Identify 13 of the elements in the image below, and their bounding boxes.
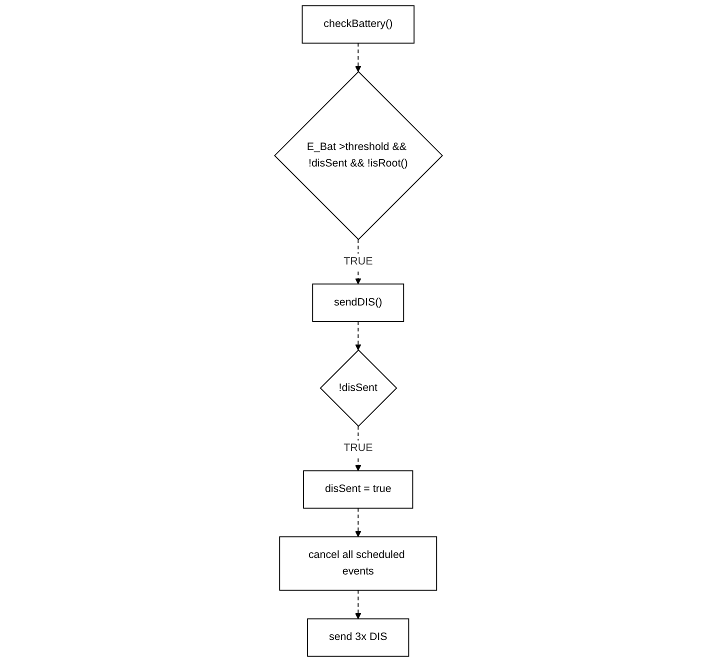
node-diamond: E_Bat >threshold && !disSent && !isRoot() [274,71,443,240]
arrow [355,321,362,350]
node-box: checkBattery() [302,5,415,44]
arrow [355,42,362,72]
node-box: cancel all scheduled events [279,536,438,591]
arrow [355,508,362,538]
arrow [355,590,362,620]
node-box: sendDIS() [312,284,404,322]
node-diamond: !disSent [320,349,398,427]
node-box: disSent = true [303,470,414,509]
node-box: send 3x DIS [307,618,410,657]
edge-label: TRUE [344,255,373,268]
edge-label: TRUE [344,442,373,454]
